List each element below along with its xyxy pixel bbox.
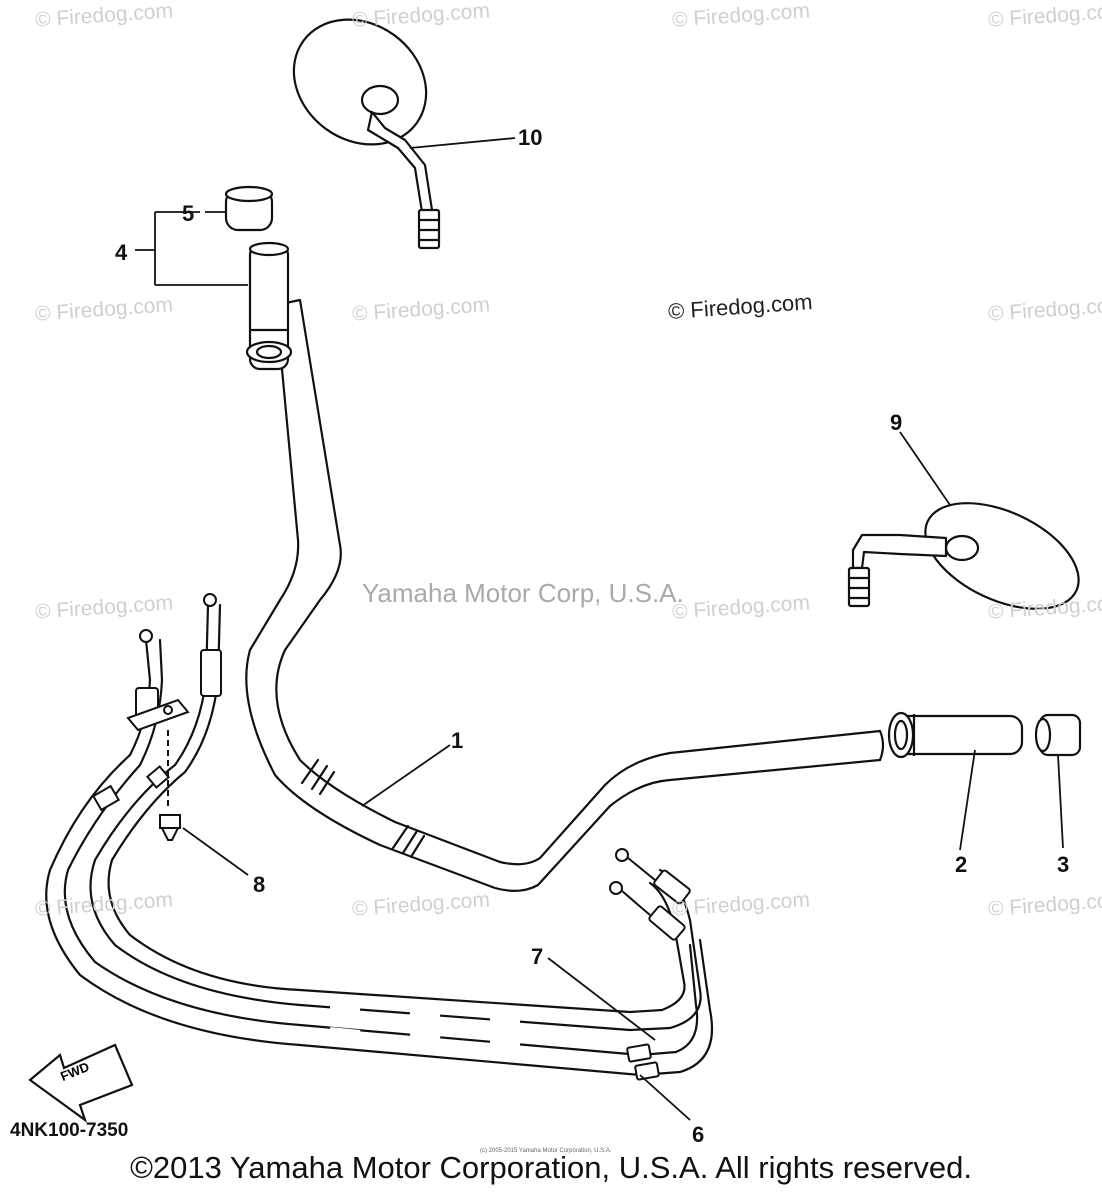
fwd-arrow — [28, 1043, 134, 1123]
tiny-copyright: (c) 2005-2015 Yamaha Motor Corporation, … — [480, 1148, 612, 1154]
cable-ends-right[interactable] — [609, 848, 691, 1081]
center-watermark: Yamaha Motor Corp, U.S.A. — [362, 578, 684, 608]
callout-2: 2 — [955, 852, 968, 877]
callout-4: 4 — [115, 240, 128, 265]
callout-5: 5 — [182, 201, 195, 226]
left-grip[interactable] — [245, 241, 293, 371]
throttle-cables[interactable] — [45, 603, 714, 1077]
mirror-right[interactable] — [847, 481, 1095, 630]
callout-6: 6 — [692, 1122, 705, 1147]
copyright-footer: ©2013 Yamaha Motor Corporation, U.S.A. A… — [130, 1150, 972, 1185]
part-code: 4NK100-7350 — [10, 1120, 129, 1141]
cable-gaps — [329, 1005, 521, 1048]
callout-10: 10 — [518, 125, 543, 150]
left-grip-end[interactable] — [224, 185, 274, 232]
callout-3: 3 — [1057, 852, 1070, 877]
handlebar[interactable] — [245, 298, 885, 892]
mirror-left[interactable] — [269, 0, 450, 250]
cable-ends-left[interactable] — [91, 593, 222, 812]
callout-1: 1 — [451, 728, 464, 753]
callout-9: 9 — [890, 410, 903, 435]
right-grip-end[interactable] — [1034, 713, 1082, 757]
right-grip[interactable] — [887, 711, 1024, 759]
callout-8: 8 — [253, 872, 266, 897]
screw[interactable] — [159, 730, 181, 841]
leader-lines — [135, 137, 1064, 1121]
callout-7: 7 — [531, 944, 544, 969]
